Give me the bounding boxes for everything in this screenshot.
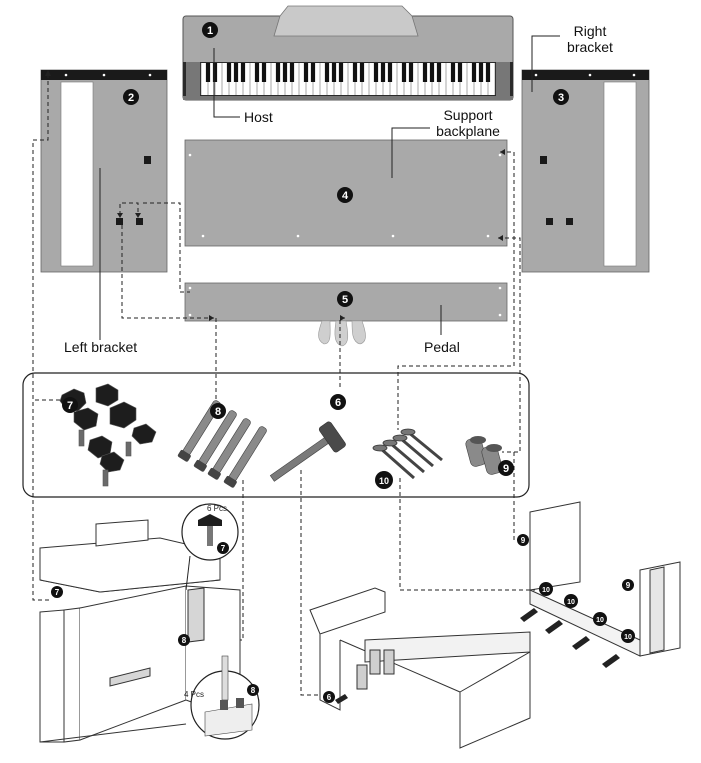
black-key [275,63,281,82]
callout-2: 2 [123,89,139,105]
black-key [240,63,246,82]
svg-text:10: 10 [379,476,389,486]
black-key [359,63,365,82]
black-key [282,63,288,82]
callout-8-small: 8 [178,634,190,646]
svg-text:4: 4 [342,190,349,202]
connector-lines [99,35,560,340]
black-key [205,63,211,82]
right-bracket-panel [521,69,650,273]
label-four-pcs: 4 Pcs [184,690,204,699]
svg-text:7: 7 [67,400,73,412]
black-key [422,63,428,82]
callout-10-d: 10 [621,629,635,643]
black-key [352,63,358,82]
label-pedal: Pedal [424,339,460,355]
black-key [303,63,309,82]
magnifier-bottom [190,655,260,740]
callout-10-a: 10 [539,582,553,596]
svg-text:9: 9 [626,581,631,590]
dashed-lines [32,74,535,696]
callout-6-small: 6 [323,691,335,703]
knob-screws-cluster [59,383,157,487]
black-key [261,63,267,82]
left-bracket-panel [40,69,168,273]
arrow-heads [45,70,505,321]
callout-3: 3 [553,89,569,105]
black-key [331,63,337,82]
host-keyboard [182,5,514,101]
svg-text:7: 7 [221,544,226,553]
black-key [429,63,435,82]
callout-7: 7 [62,397,78,413]
black-key [401,63,407,82]
black-key [289,63,295,82]
callout-8: 8 [210,403,226,419]
svg-text:8: 8 [215,406,221,418]
black-key [338,63,344,82]
black-key [310,63,316,82]
black-key [212,63,218,82]
black-key [485,63,491,82]
callout-10-b: 10 [564,594,578,608]
wood-screws [372,428,443,480]
barrel-nuts [465,436,503,475]
t-bolt [269,421,346,482]
label-host: Host [244,109,273,125]
callout-10-c: 10 [593,612,607,626]
callout-5: 5 [337,291,353,307]
callout-6: 6 [330,394,346,410]
svg-text:9: 9 [521,536,526,545]
svg-text:9: 9 [503,463,509,475]
label-left-bracket: Left bracket [64,339,137,355]
black-key [436,63,442,82]
frame-assembly [529,501,681,657]
stand-assembly [309,587,531,749]
black-key [471,63,477,82]
svg-text:7: 7 [55,588,60,597]
svg-text:8: 8 [182,636,187,645]
svg-text:3: 3 [558,92,564,104]
svg-text:10: 10 [624,634,632,641]
black-key [408,63,414,82]
black-key [478,63,484,82]
piano-body-assembly [39,519,241,743]
svg-text:10: 10 [596,617,604,624]
black-keys [205,63,491,82]
black-key [324,63,330,82]
black-key [457,63,463,82]
black-key [233,63,239,82]
callout-9-right: 9 [622,579,634,591]
callout-1: 1 [202,22,218,38]
black-key [254,63,260,82]
black-key [387,63,393,82]
svg-text:5: 5 [342,294,348,306]
frame-screws [335,608,620,704]
hardware-box [22,372,530,498]
callout-4: 4 [337,187,353,203]
black-key [380,63,386,82]
callout-7-body: 7 [51,586,63,598]
callout-7-small: 7 [217,542,229,554]
svg-text:2: 2 [128,92,134,104]
svg-text:6: 6 [327,693,332,702]
callout-9: 9 [498,460,514,476]
callout-8-magnifier: 8 [247,684,259,696]
svg-text:1: 1 [207,25,213,37]
svg-text:8: 8 [251,686,256,695]
svg-text:6: 6 [335,397,341,409]
svg-text:10: 10 [542,587,550,594]
callout-10: 10 [375,471,393,489]
black-key [373,63,379,82]
black-key [226,63,232,82]
black-key [450,63,456,82]
label-six-pcs: 6 Pcs [207,504,227,513]
svg-text:10: 10 [567,599,575,606]
callout-9-left: 9 [517,534,529,546]
